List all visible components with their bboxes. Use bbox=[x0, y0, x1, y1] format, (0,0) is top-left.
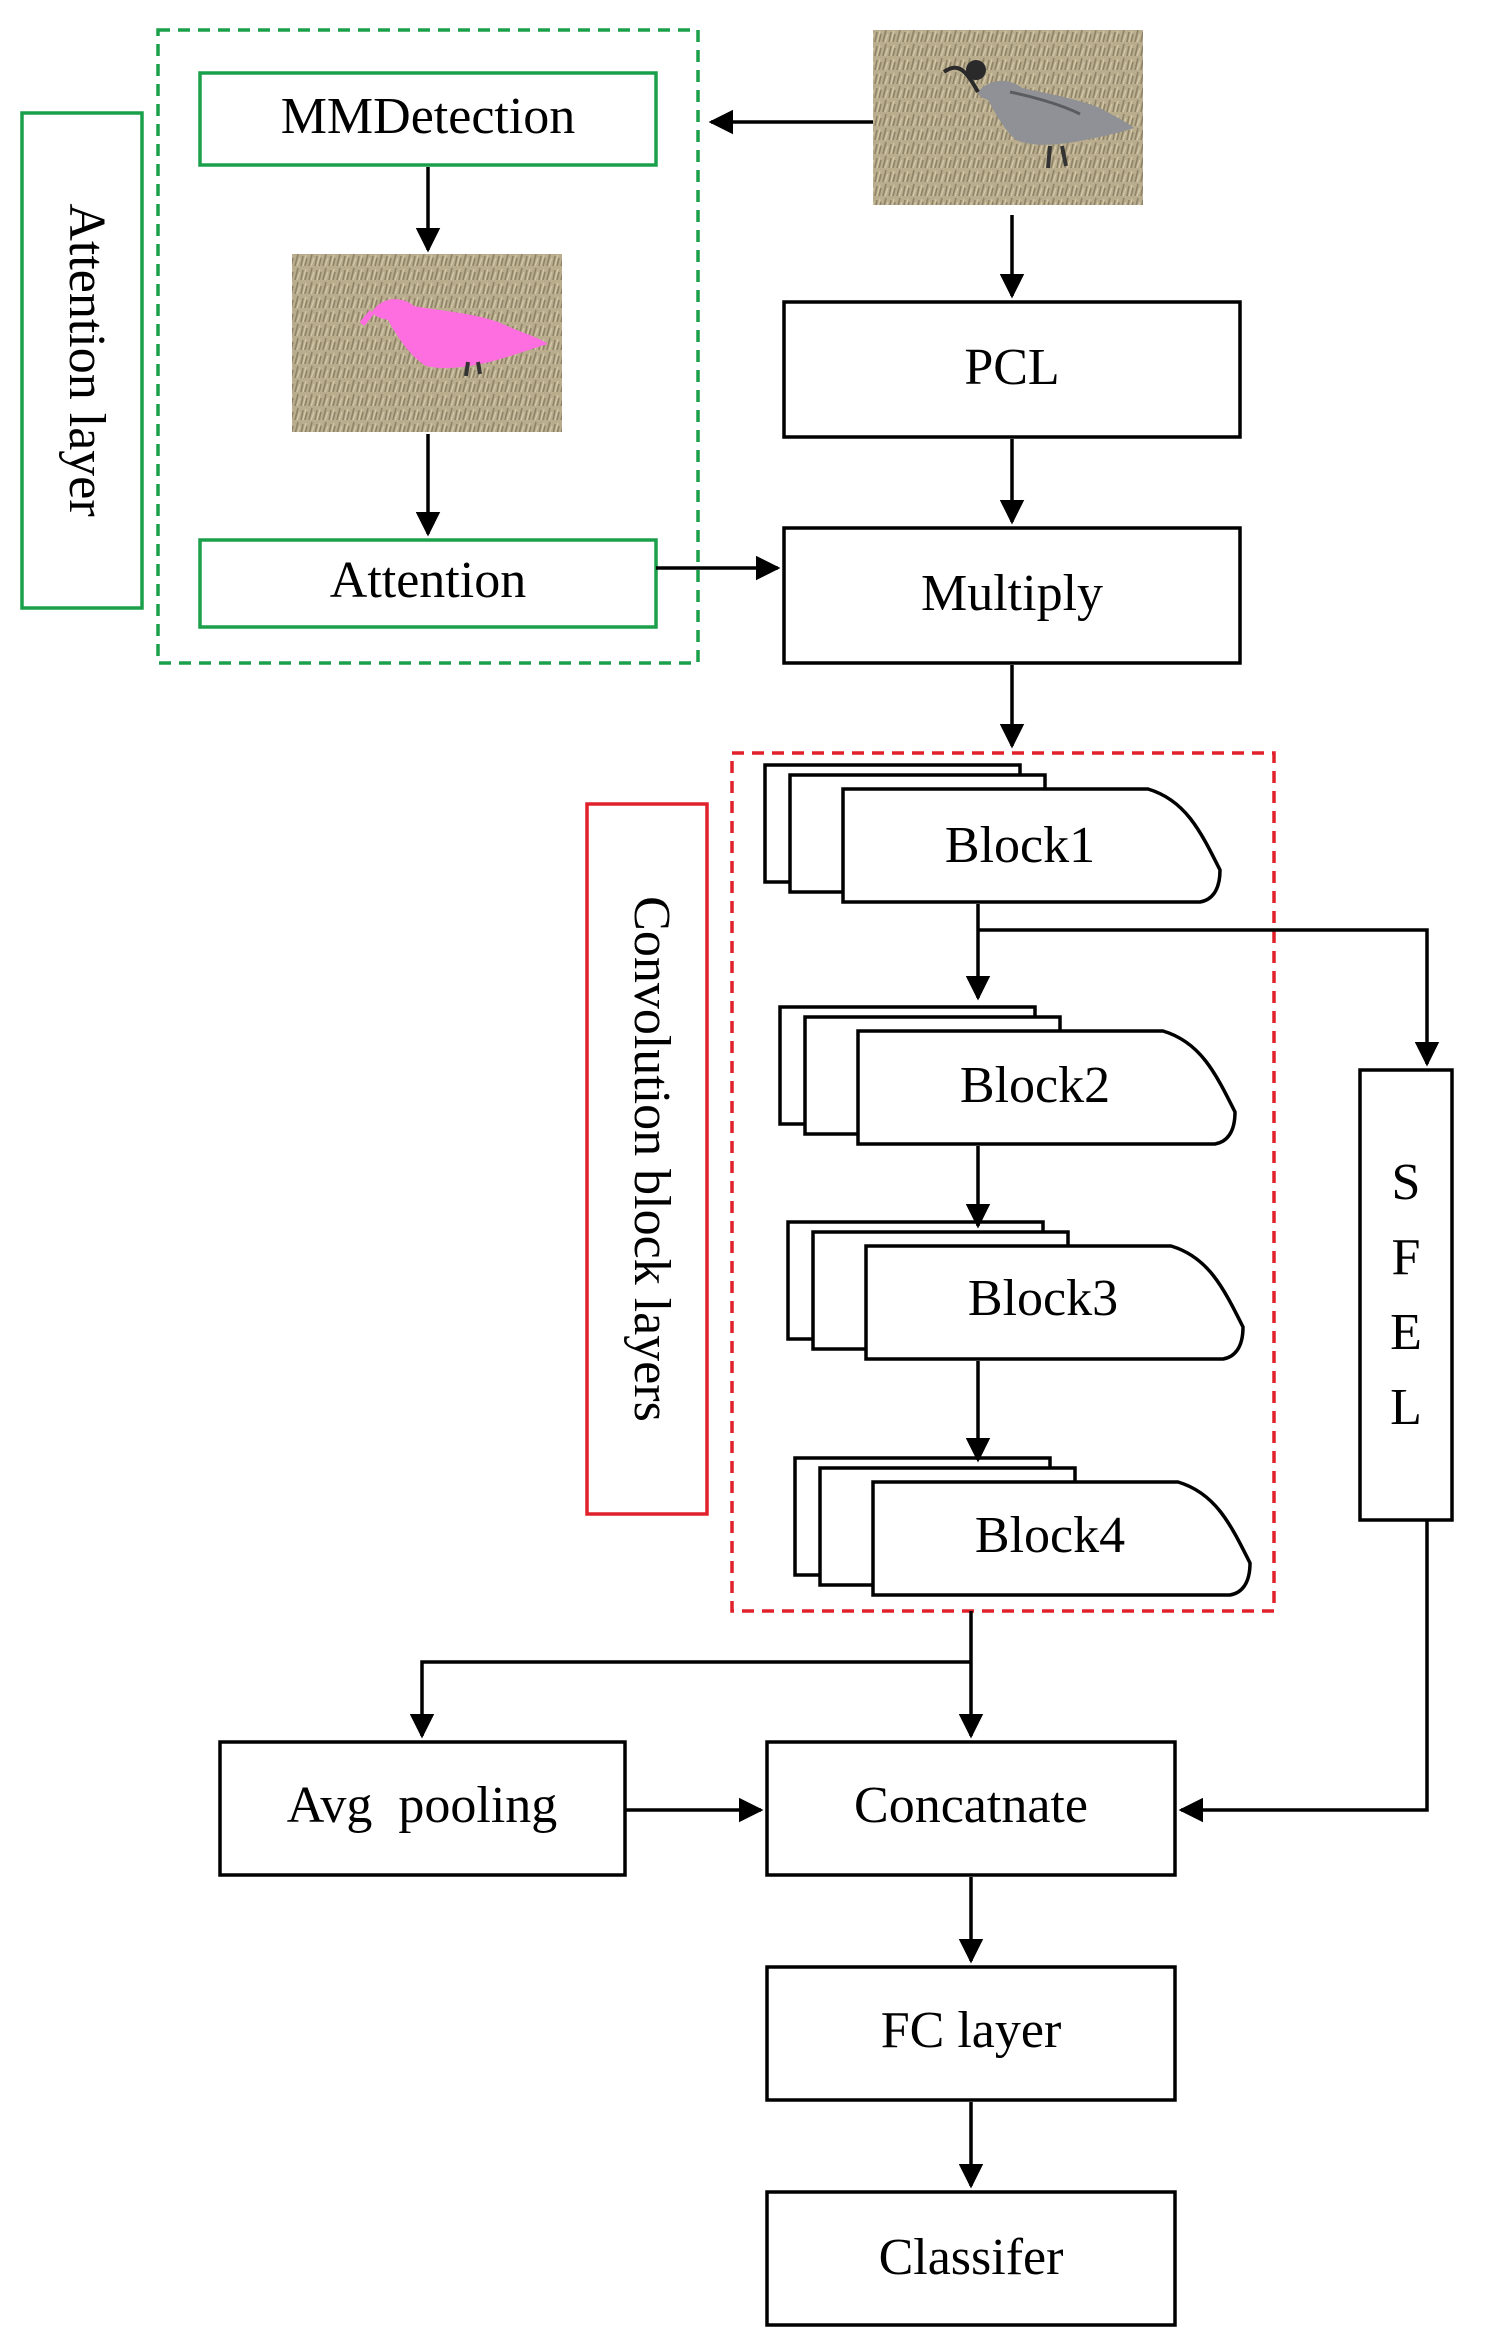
attention-layer-label: Attention layer bbox=[58, 203, 115, 516]
classifier-label: Classifer bbox=[879, 2229, 1064, 2286]
block1: Block1 bbox=[763, 763, 1222, 904]
avg-pooling-label: Avg pooling bbox=[287, 1777, 558, 1834]
block2-label: Block2 bbox=[960, 1057, 1110, 1114]
classifier-box bbox=[765, 2190, 1177, 2327]
conv-block-label-box bbox=[585, 802, 709, 1516]
multiply-box bbox=[782, 526, 1242, 665]
sfel-letter-l: L bbox=[1390, 1379, 1422, 1436]
pcl-box bbox=[782, 300, 1242, 439]
arrow-block4-to-avg-pooling bbox=[409, 1660, 971, 1739]
concatenate-label: Concatnate bbox=[854, 1777, 1088, 1834]
block3: Block3 bbox=[786, 1220, 1245, 1361]
block1-label: Block1 bbox=[945, 817, 1095, 874]
fc-layer-label: FC layer bbox=[881, 2002, 1062, 2059]
attention-layer-group-border bbox=[156, 28, 700, 665]
conv-block-label: Convolution block layers bbox=[623, 896, 680, 1422]
block2: Block2 bbox=[778, 1005, 1237, 1146]
detection-mask-image bbox=[292, 254, 562, 432]
arrow-sfel-to-concatenate bbox=[1178, 1520, 1429, 1823]
conv-block-group-border bbox=[730, 751, 1276, 1613]
input-bird-image bbox=[873, 30, 1143, 205]
sfel-letter-s: S bbox=[1392, 1154, 1421, 1211]
arrow-block1-to-sfel bbox=[978, 928, 1440, 1067]
attention-box bbox=[198, 538, 658, 629]
fc-layer-box bbox=[765, 1965, 1177, 2102]
sfel-letter-e: E bbox=[1390, 1304, 1422, 1361]
sfel-letter-f: F bbox=[1392, 1229, 1421, 1286]
sfel-box bbox=[1358, 1068, 1454, 1522]
block4: Block4 bbox=[793, 1456, 1252, 1597]
concatenate-box bbox=[765, 1740, 1177, 1877]
mmdetection-box bbox=[198, 71, 658, 167]
attention-layer-label-box bbox=[20, 111, 144, 610]
block3-label: Block3 bbox=[968, 1270, 1118, 1327]
mmdetection-label: MMDetection bbox=[281, 88, 576, 145]
multiply-label: Multiply bbox=[921, 565, 1103, 622]
attention-label: Attention bbox=[330, 552, 526, 609]
pcl-label: PCL bbox=[964, 339, 1059, 396]
block4-label: Block4 bbox=[975, 1507, 1125, 1564]
